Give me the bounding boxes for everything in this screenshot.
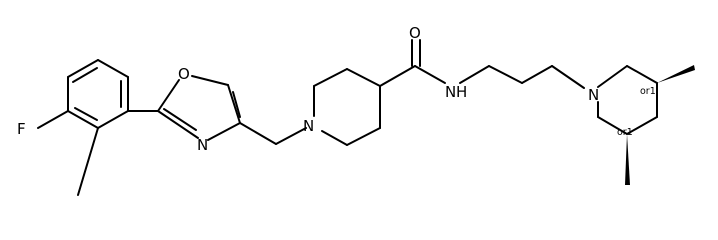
lower-methyl-wedge <box>625 134 630 185</box>
upper-methyl-wedge <box>657 65 695 83</box>
oxazole-nitrogen-label: N <box>197 136 208 154</box>
propyl-bond-4 <box>551 65 585 89</box>
dimethylpiperidine-ring <box>597 65 658 135</box>
methylene-piperidine-bond <box>275 127 307 145</box>
fluorine-label: F <box>17 120 26 138</box>
dimethylpiperidine-nitrogen-label: N <box>588 86 599 104</box>
propyl-bond-2 <box>488 65 523 84</box>
piperidine-nitrogen-label: N <box>303 117 314 135</box>
oxazole-oxygen-label: O <box>178 65 190 83</box>
piperidine-carbonyl-bond <box>379 65 416 87</box>
piperidine-ring <box>313 68 381 146</box>
amide-nitrogen-label: N <box>445 83 456 101</box>
lower-stereo-label: or1 <box>617 127 633 138</box>
carbonyl-oxygen-label: O <box>409 24 421 42</box>
chemical-structure: F O N N O N H <box>17 24 695 196</box>
propyl-bond-3 <box>521 65 553 84</box>
upper-stereo-label: or1 <box>640 86 656 97</box>
oxazole-ring <box>157 75 241 141</box>
oxazole-methylene-bond <box>239 122 277 145</box>
propyl-bond-1 <box>459 65 490 84</box>
carbonyl-amide-nitrogen-bond <box>414 65 446 84</box>
amide-hydrogen-label: H <box>456 83 467 101</box>
fluoro-methyl-phenyl-ring <box>37 59 129 196</box>
